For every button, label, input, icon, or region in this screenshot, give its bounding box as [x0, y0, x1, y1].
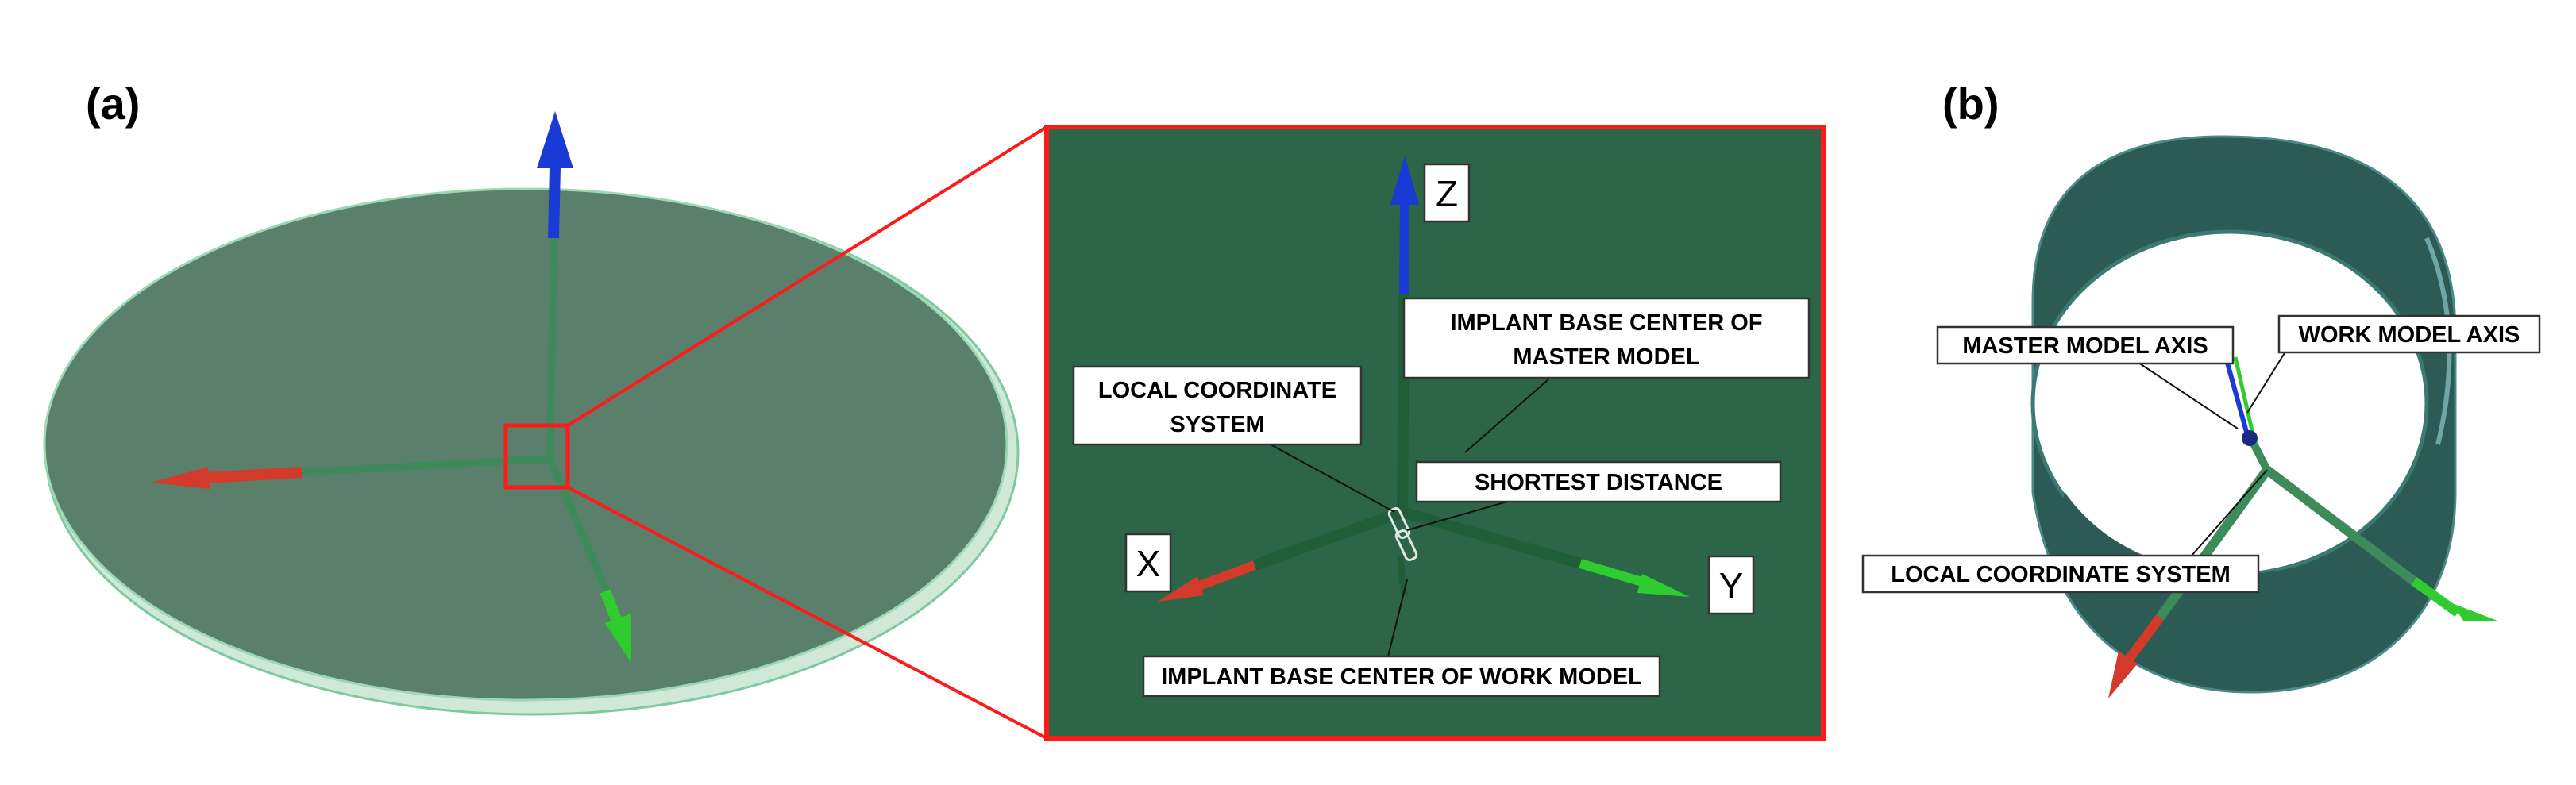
callout-work-axis: WORK MODEL AXIS [2277, 314, 2541, 354]
callout-master-center: IMPLANT BASE CENTER OF MASTER MODEL [1402, 297, 1811, 379]
callout-work-center: IMPLANT BASE CENTER OF WORK MODEL [1142, 655, 1661, 698]
panel-a: (a) [43, 79, 1020, 716]
work-model-axis [2233, 356, 2258, 445]
zoom-z-axis-colored-segment [1399, 202, 1409, 294]
z-axis-colored-segment [548, 166, 561, 239]
ring-y-axis-colored-segment [2411, 577, 2461, 617]
svg-text:SYSTEM: SYSTEM [1170, 412, 1264, 437]
callout-ring-local-cs: LOCAL COORDINATE SYSTEM [1861, 554, 2260, 594]
implant-disc [43, 187, 1020, 716]
zoom-y-axis-colored-segment [1579, 559, 1649, 588]
ring-x-axis-colored-segment [2124, 614, 2164, 664]
x-axis-arrowhead [151, 467, 210, 489]
svg-text:Z: Z [1436, 173, 1458, 214]
implant-center-markers [1387, 506, 1418, 596]
z-axis-shaft [546, 237, 557, 460]
zoom-inset: X Y Z IMPLANT BASE CENTER OF MASTER MODE… [1044, 125, 1826, 741]
x-axis-shaft [301, 455, 551, 476]
svg-text:Y: Y [1719, 565, 1744, 606]
leader-master-axis [2135, 360, 2239, 429]
zoom-y-axis-arrowhead [1637, 574, 1690, 597]
z-axis-arrowhead [537, 111, 573, 168]
svg-text:X: X [1136, 543, 1161, 584]
svg-text:MASTER MODEL: MASTER MODEL [1513, 344, 1699, 370]
svg-text:IMPLANT BASE CENTER OF: IMPLANT BASE CENTER OF [1450, 310, 1762, 336]
implant-ring [2030, 135, 2457, 694]
ring-y-axis-shaft [2264, 466, 2425, 591]
leader-master-center [1464, 379, 1549, 453]
ring-z-axis-shaft [2248, 438, 2271, 472]
svg-text:LOCAL COORDINATE SYSTEM: LOCAL COORDINATE SYSTEM [1891, 562, 2231, 587]
x-axis-colored-segment [206, 467, 303, 483]
zoom-x-label: X [1124, 533, 1172, 593]
y-axis-colored-segment [600, 589, 623, 625]
zoom-connector-top [566, 125, 1048, 427]
svg-text:IMPLANT BASE CENTER OF WORK M: IMPLANT BASE CENTER OF WORK MODEL [1161, 664, 1642, 690]
zoom-x-axis-shaft [1252, 506, 1405, 571]
disc-coordinate-system [151, 111, 631, 663]
svg-text:MASTER MODEL AXIS: MASTER MODEL AXIS [1962, 333, 2208, 359]
master-model-axis [2223, 356, 2251, 441]
panel-a-label: (a) [86, 79, 140, 129]
zoom-z-axis-arrowhead [1390, 156, 1419, 205]
panel-b: (b) [1861, 79, 2541, 698]
svg-text:WORK MODEL AXIS: WORK MODEL AXIS [2299, 322, 2520, 348]
leader-shortest-distance [1406, 499, 1514, 531]
zoom-y-label: Y [1707, 555, 1755, 615]
leader-work-center [1387, 579, 1408, 657]
svg-text:LOCAL COORDINATE: LOCAL COORDINATE [1098, 378, 1336, 403]
leader-ring-local-cs [2191, 469, 2268, 556]
zoom-selection-box [503, 423, 570, 490]
leader-work-axis [2246, 348, 2288, 414]
zoom-x-axis-arrowhead [1158, 576, 1204, 602]
zoom-y-axis-shaft [1401, 506, 1582, 569]
y-axis-shaft [546, 457, 615, 605]
ring-y-axis-arrowhead [2452, 603, 2497, 621]
leader-local-cs [1270, 444, 1395, 513]
ring-x-axis-arrowhead [2108, 651, 2138, 698]
callout-master-axis: MASTER MODEL AXIS [1936, 325, 2235, 365]
y-axis-arrowhead [605, 614, 631, 663]
callout-shortest-distance: SHORTEST DISTANCE [1415, 460, 1782, 503]
panel-b-label: (b) [1942, 79, 1999, 129]
axis-intersection-point [2242, 430, 2258, 446]
zoom-connector-bottom [567, 486, 1047, 740]
zoom-x-axis-colored-segment [1197, 560, 1257, 591]
callout-local-cs: LOCAL COORDINATE SYSTEM [1072, 365, 1363, 446]
zoom-z-label: Z [1423, 163, 1471, 223]
svg-text:SHORTEST DISTANCE: SHORTEST DISTANCE [1475, 470, 1722, 495]
